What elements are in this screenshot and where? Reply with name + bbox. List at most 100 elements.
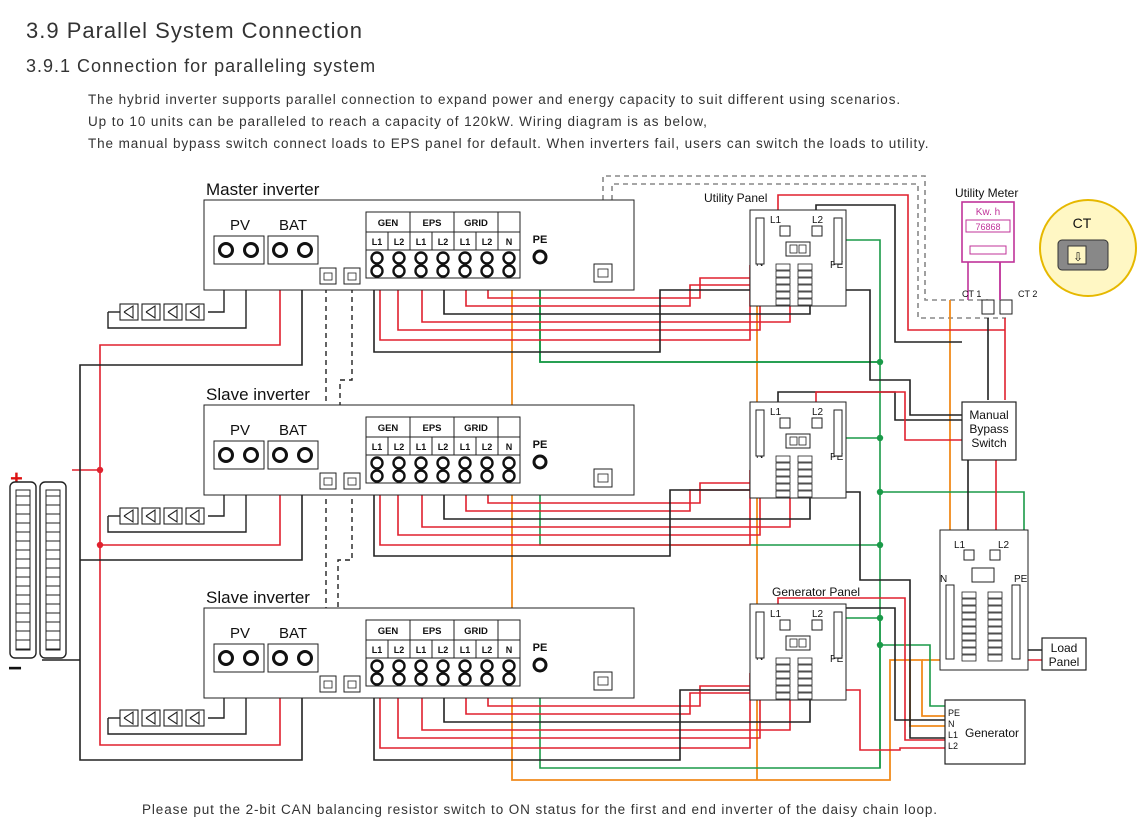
terminal-screw	[502, 659, 516, 673]
panel-n-label: N	[940, 574, 947, 585]
terminal-pin-label: L2	[482, 645, 493, 655]
branch-breaker	[987, 591, 1003, 599]
branch-breaker	[987, 598, 1003, 606]
branch-breaker	[775, 462, 791, 470]
branch-breaker	[961, 598, 977, 606]
terminal-socket	[297, 650, 313, 666]
branch-breaker	[961, 612, 977, 620]
terminal-screw	[480, 469, 494, 483]
panel-l1-label: L1	[770, 407, 782, 418]
terminal-screw	[370, 469, 384, 483]
live-line-l1	[379, 673, 751, 749]
terminal-group-label: EPS	[422, 423, 441, 434]
terminal-screw	[414, 251, 428, 265]
pe-terminal	[532, 657, 548, 673]
panel-l2-label: L2	[812, 609, 824, 620]
branch-breaker	[775, 657, 791, 665]
terminal-pin-label: L2	[394, 442, 405, 452]
terminal-pin-label: L2	[482, 237, 493, 247]
utility-meter-title: Utility Meter	[955, 186, 1018, 200]
terminal-screw	[502, 251, 516, 265]
live-line-l2	[815, 391, 962, 441]
can-port-pin	[347, 477, 357, 486]
terminal-pin-label: L1	[416, 442, 427, 452]
bat-label: BAT	[279, 625, 307, 642]
terminal-screw	[436, 469, 450, 483]
pv-panel-symbol	[189, 710, 200, 726]
branch-breaker	[775, 664, 791, 672]
neutral-bar	[755, 217, 765, 265]
branch-breaker	[797, 664, 813, 672]
neutral-line	[443, 475, 811, 520]
terminal-screw	[392, 251, 406, 265]
branch-breaker	[961, 633, 977, 641]
terminal-screw	[414, 659, 428, 673]
terminal-screw	[480, 251, 494, 265]
generator	[944, 699, 1026, 765]
can-port-pin	[347, 680, 357, 689]
neutral-line	[373, 270, 750, 353]
pv-panel-symbol	[189, 508, 200, 524]
live-line-l1	[421, 678, 791, 731]
pv-panel-symbol	[167, 710, 178, 726]
battery-minus-sign: −	[8, 655, 22, 682]
branch-breaker	[797, 455, 813, 463]
battery-plus-line	[99, 545, 281, 746]
pv-panel-symbol	[145, 710, 156, 726]
terminal-pin-label: L1	[460, 237, 471, 247]
terminal-screw	[458, 469, 472, 483]
branch-breaker	[775, 270, 791, 278]
live-line-l1	[421, 475, 791, 528]
branch-breaker	[987, 605, 1003, 613]
inverter-title: Slave inverter	[206, 385, 310, 404]
branch-breaker	[797, 270, 813, 278]
pv-string-line	[107, 463, 247, 533]
terminal-socket	[218, 242, 234, 258]
panel-l2-label: L2	[812, 407, 824, 418]
branch-breaker	[775, 692, 791, 700]
branch-breaker	[961, 654, 977, 662]
live-line-l2	[397, 668, 761, 739]
pv-panel	[141, 303, 161, 321]
branch-breaker	[797, 692, 813, 700]
breaker-l1	[779, 225, 791, 237]
ground-junction	[876, 641, 884, 649]
branch-breaker	[987, 633, 1003, 641]
terminal-screw	[480, 264, 494, 278]
terminal-screw	[480, 659, 494, 673]
can-port-pin	[347, 272, 357, 281]
ct-arrow-icon: ⇩	[1073, 250, 1083, 264]
meter-display-label: Kw. h	[976, 207, 1000, 218]
ct2-clamp	[999, 299, 1013, 315]
terminal-screw	[414, 264, 428, 278]
branch-breaker	[987, 612, 1003, 620]
terminal-pin-label: L1	[372, 645, 383, 655]
paragraph-1: The hybrid inverter supports parallel co…	[88, 92, 902, 107]
branch-breaker	[797, 657, 813, 665]
terminal-screw	[370, 659, 384, 673]
battery-junction	[96, 466, 104, 474]
neutral-line	[373, 470, 750, 557]
utility-panel-title: Utility Panel	[704, 191, 767, 205]
terminal-screw	[414, 456, 428, 470]
main-breaker-pole	[789, 638, 798, 648]
branch-breaker	[775, 284, 791, 292]
terminal-socket	[272, 650, 288, 666]
breaker-l1	[779, 619, 791, 631]
inverter-title: Master inverter	[206, 180, 320, 199]
ground-junction	[876, 488, 884, 496]
terminal-screw	[480, 456, 494, 470]
pv-panel	[141, 507, 161, 525]
panel-l1-label: L1	[770, 215, 782, 226]
battery-junction	[96, 541, 104, 549]
neutral-bar	[755, 611, 765, 659]
terminal-group-label: GEN	[378, 218, 399, 229]
terminal-group-label: EPS	[422, 626, 441, 637]
main-breaker-pole	[789, 436, 798, 446]
panel-pe-label: PE	[830, 654, 844, 665]
main-breaker-pole	[798, 436, 807, 446]
section-heading: 3.9 Parallel System Connection	[26, 18, 363, 43]
terminal-screw	[392, 469, 406, 483]
branch-breaker	[775, 291, 791, 299]
terminal-pin-label: L1	[416, 237, 427, 247]
